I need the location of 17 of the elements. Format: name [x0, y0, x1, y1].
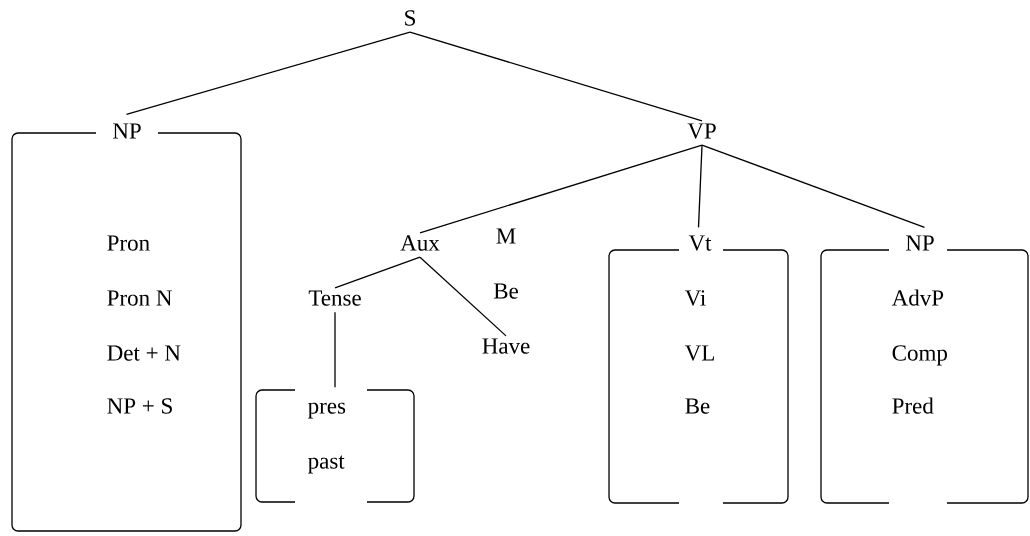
branch-line [419, 256, 507, 337]
bracket-box: pres past [255, 389, 415, 503]
branch-line [409, 31, 703, 122]
bracket-box: NP AdvP Comp Pred [820, 235, 1029, 504]
branch-line [419, 144, 703, 234]
word-list: M Be Have [482, 228, 530, 354]
category-label: Tense [308, 290, 361, 306]
category-label: S [405, 10, 415, 26]
branch-line [334, 311, 336, 388]
category-label: Aux [400, 235, 440, 251]
category-label: VP [687, 123, 716, 139]
branch-line [701, 144, 926, 228]
branch-line [334, 256, 421, 289]
bracket-box: Vt Vi VL Be [608, 235, 789, 504]
bracket-box: NP Pron Pron N Det + N NP + S [11, 123, 242, 532]
branch-line [125, 31, 411, 115]
branch-line [697, 144, 703, 228]
